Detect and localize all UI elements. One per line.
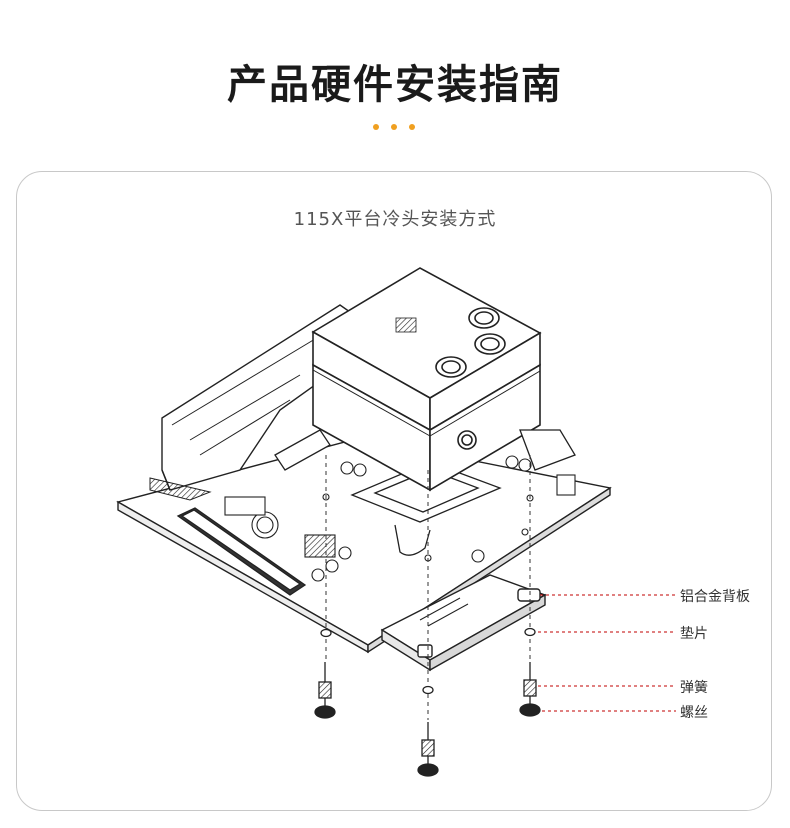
screw-center xyxy=(417,722,439,777)
callout-spring: 弹簧 xyxy=(680,680,708,696)
decoration-dot xyxy=(409,124,415,130)
alignment-lines xyxy=(325,455,531,720)
pcie-slot xyxy=(176,507,307,596)
screw-assemblies xyxy=(314,662,541,777)
callout-backplate: 铝合金背板 xyxy=(680,589,750,605)
card-subtitle: 115X平台冷头安装方式 xyxy=(293,209,497,230)
screw-right xyxy=(519,662,541,717)
title-decoration-dots xyxy=(371,124,421,132)
cpu-water-block xyxy=(311,267,542,492)
board-components xyxy=(224,455,576,582)
screw-left xyxy=(314,662,336,719)
callout-screw: 螺丝 xyxy=(680,705,708,721)
decoration-dot xyxy=(373,124,379,130)
page-title: 产品硬件安装指南 xyxy=(227,62,563,108)
callout-leader-lines xyxy=(538,594,676,712)
decoration-dot xyxy=(391,124,397,130)
washers xyxy=(320,627,536,695)
callout-washer: 垫片 xyxy=(680,626,708,642)
vrm-heatsink xyxy=(149,304,351,501)
aluminum-backplate xyxy=(380,574,547,672)
